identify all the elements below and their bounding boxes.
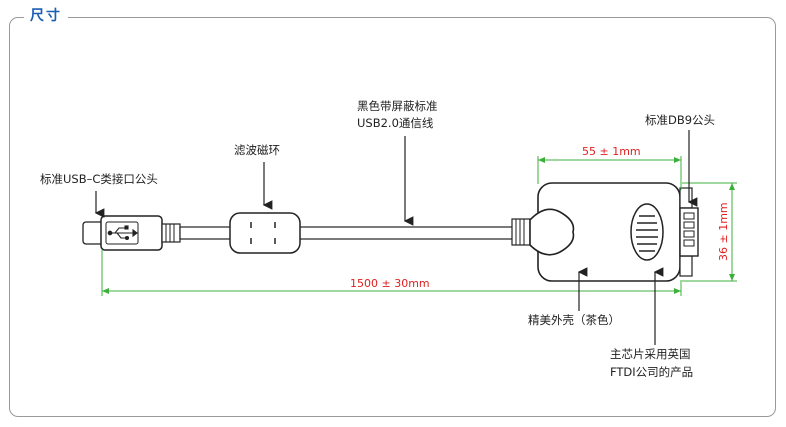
usb-c-plug: [82, 215, 181, 251]
ferrite-core: [229, 212, 301, 254]
usb-strain-relief: [161, 223, 181, 243]
shell-strain-relief: [511, 218, 531, 246]
height-dimension-label: 36 ± 1mm: [717, 202, 730, 261]
callout-arrows: [94, 130, 698, 345]
length-dimension-label: 1500 ± 30mm: [350, 277, 430, 290]
height-dimension: [682, 182, 737, 282]
usb-c-label: 标准USB–C类接口公头: [40, 172, 158, 186]
usb-trident-icon: [107, 225, 138, 241]
cable-label-line1: 黑色带屏蔽标准: [357, 99, 438, 113]
chip-label-line1: 主芯片采用英国: [610, 347, 691, 361]
screw-icon: [679, 187, 693, 209]
adapter-shell: [529, 182, 681, 282]
usb-c-tip: [82, 221, 104, 245]
section-header: 尺寸: [24, 6, 68, 26]
shell-label: 精美外壳（茶色）: [528, 313, 620, 327]
cable-label-line2: USB2.0通信线: [357, 116, 434, 130]
width-dimension-label: 55 ± 1mm: [582, 145, 641, 158]
screw-icon: [679, 255, 693, 277]
length-dimension: [101, 250, 682, 296]
chip-label-line2: FTDI公司的产品: [610, 365, 693, 379]
width-dimension: [537, 156, 682, 190]
db9-label: 标准DB9公头: [645, 113, 715, 127]
section-title: 尺寸: [30, 8, 62, 24]
ferrite-label: 滤波磁环: [234, 143, 280, 157]
cable: [179, 226, 517, 240]
shell-bulge: [529, 208, 575, 256]
ftdi-chip-window: [630, 203, 664, 261]
chip-grille: [636, 215, 658, 252]
dimension-frame: [9, 17, 776, 417]
